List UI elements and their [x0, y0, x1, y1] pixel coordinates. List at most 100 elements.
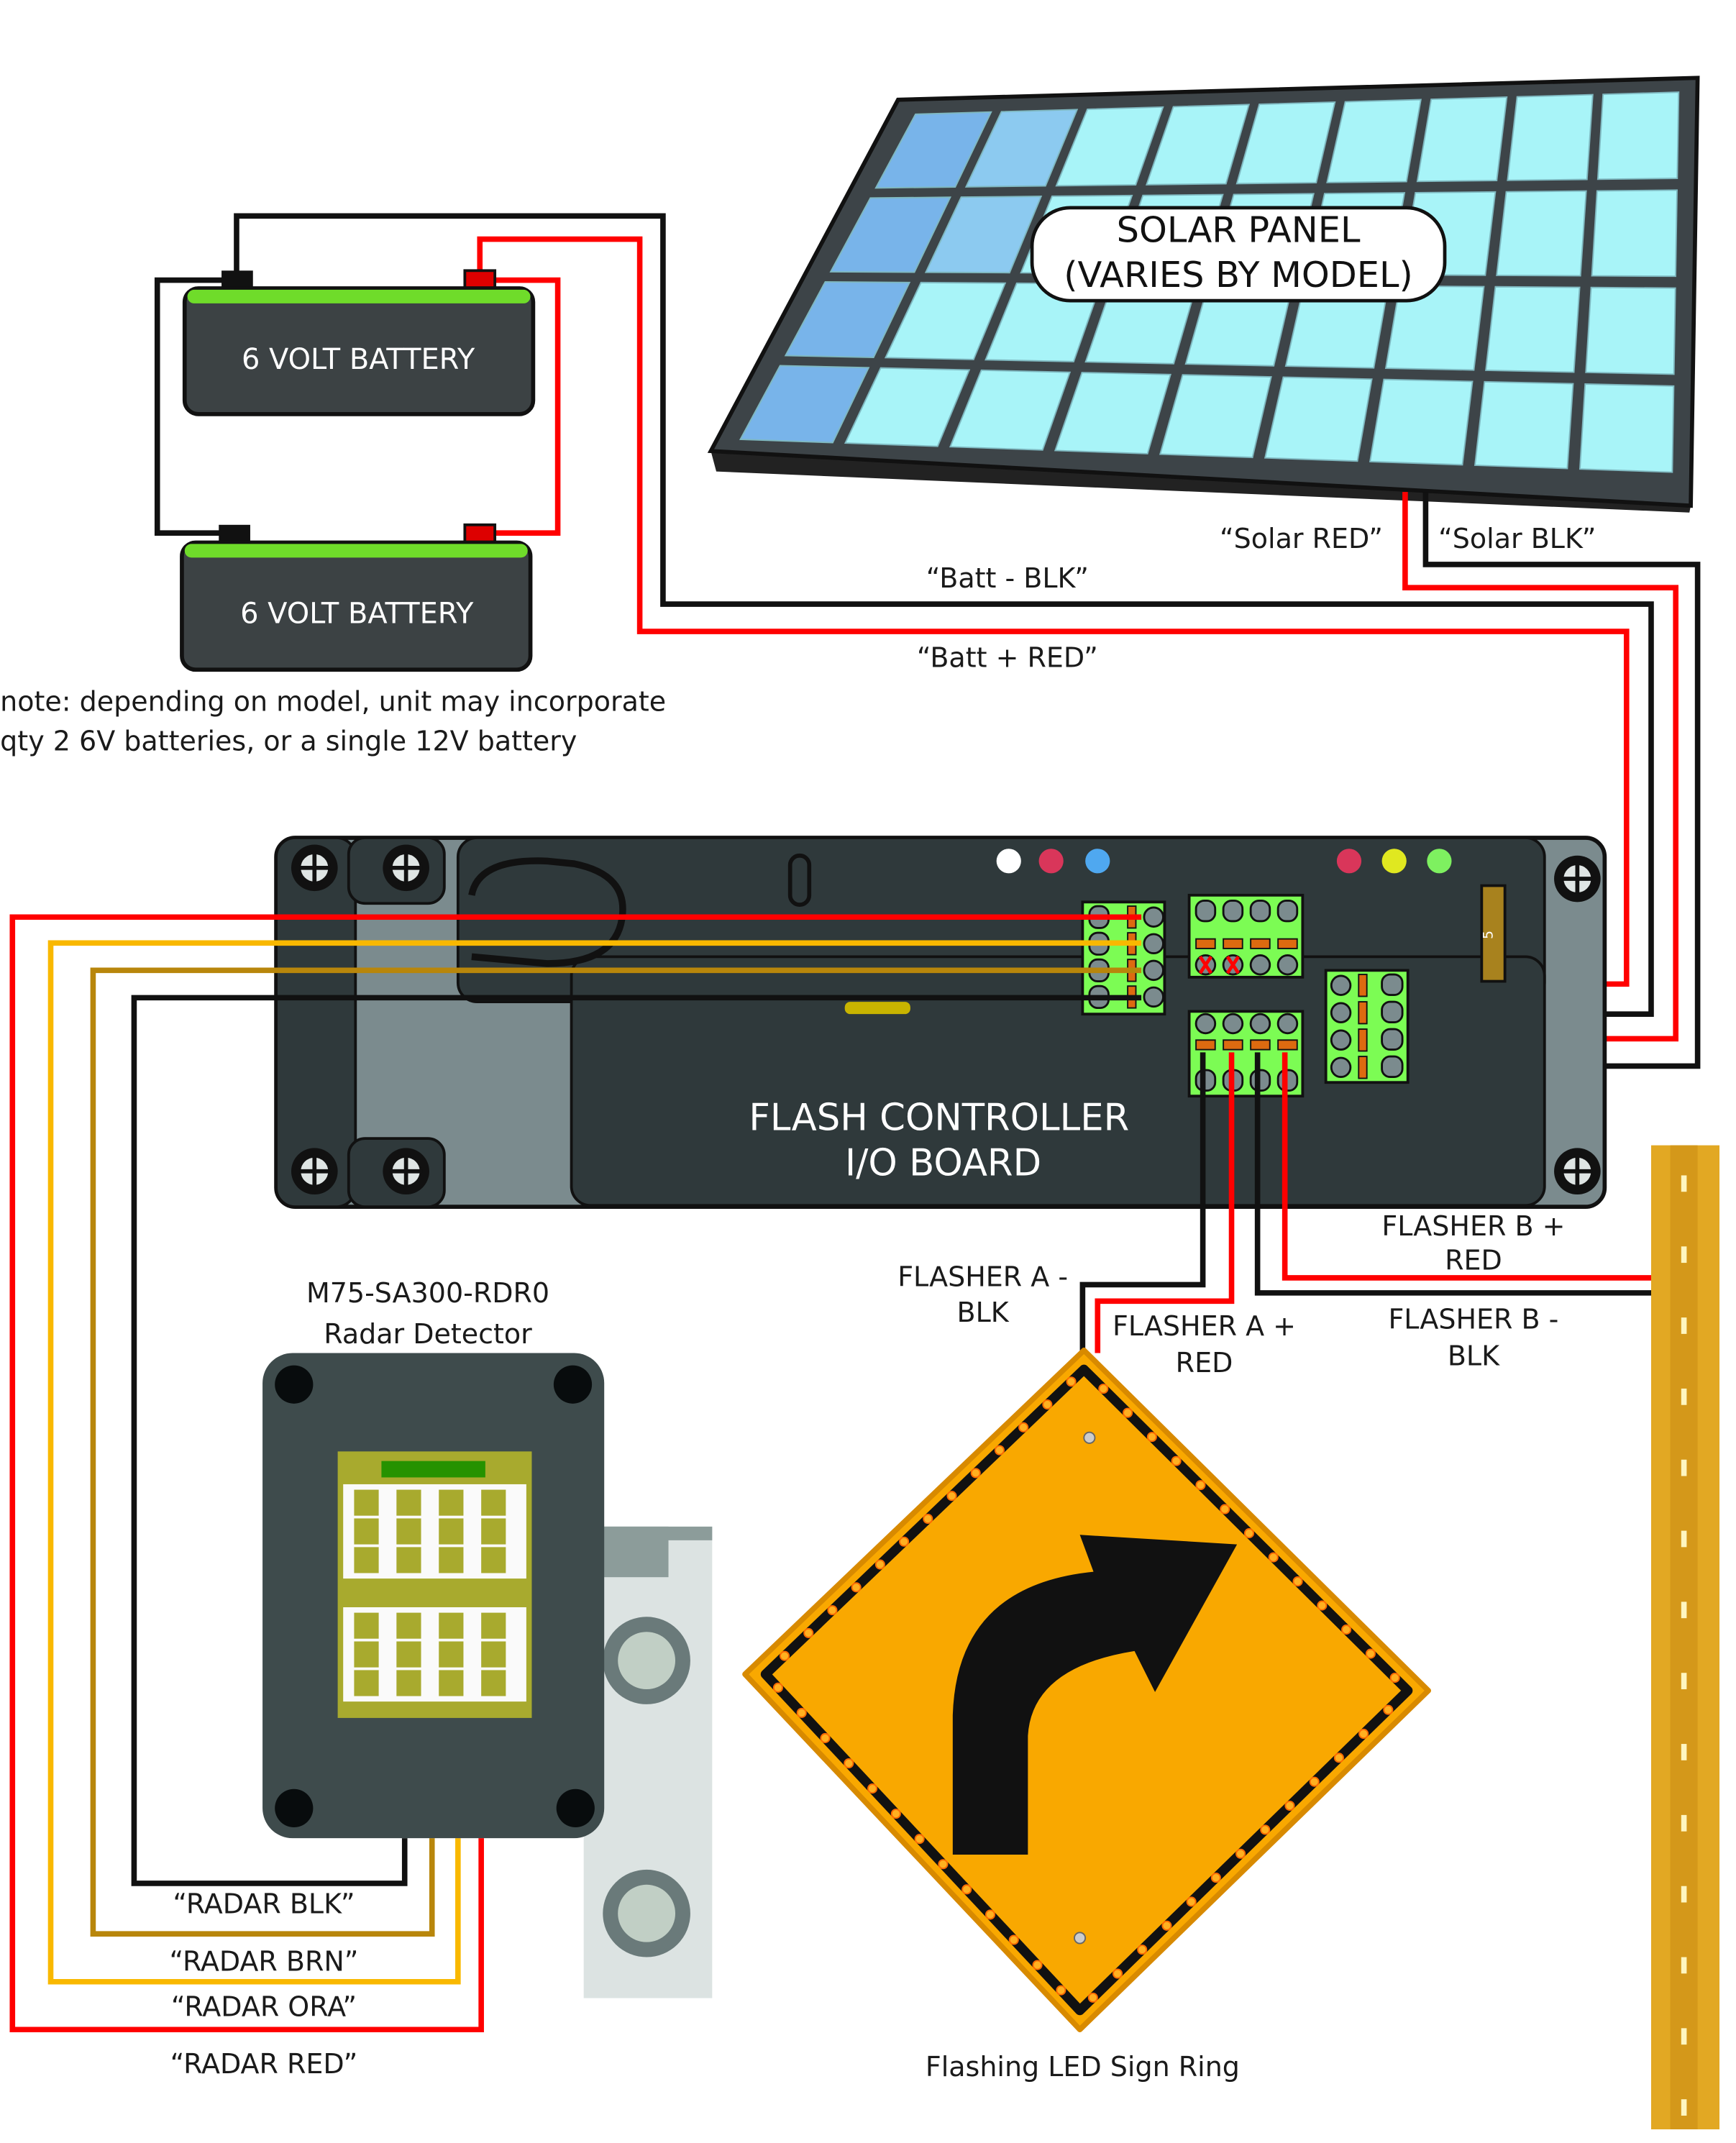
sign-led	[1186, 1896, 1197, 1907]
antenna-patch	[354, 1670, 379, 1696]
solar-cell	[1326, 99, 1422, 183]
battery-2-label: 6 VOLT BATTERY	[240, 598, 474, 631]
sign-led	[970, 1468, 981, 1479]
terminal-lever	[1358, 974, 1368, 997]
battery-2: 6 VOLT BATTERY	[180, 523, 533, 672]
antenna-patch	[396, 1489, 421, 1516]
solar-cell	[1579, 383, 1675, 473]
sign-led	[938, 1859, 949, 1870]
antenna-patch	[396, 1547, 421, 1573]
terminal-lever	[1223, 938, 1243, 949]
solar-cell	[1507, 93, 1594, 181]
screw-slot	[1562, 1156, 1593, 1187]
solar-cell	[1369, 378, 1474, 466]
sign-led	[874, 1559, 885, 1570]
sign-led	[914, 1834, 925, 1845]
radar-name: Radar Detector	[324, 1318, 532, 1350]
battery-note-line1: note: depending on model, unit may incor…	[0, 685, 666, 717]
antenna-patch	[439, 1518, 464, 1545]
sign-led	[1018, 1422, 1029, 1433]
sign-led	[796, 1707, 807, 1718]
terminal-clamp	[1249, 900, 1271, 923]
sign-led	[772, 1682, 783, 1693]
screw-slot	[299, 1156, 330, 1187]
status-led-blue	[1085, 849, 1110, 874]
antenna-patch	[396, 1641, 421, 1668]
solar-cell	[1054, 372, 1171, 454]
terminal-lever	[1250, 938, 1271, 949]
terminal-clamp	[1276, 900, 1299, 923]
sign-led	[1284, 1800, 1295, 1811]
sign-led	[1066, 1376, 1077, 1387]
strip-led	[1681, 1886, 1687, 1903]
sign-led	[851, 1582, 862, 1593]
flasher-a-minus-color: BLK	[957, 1297, 1010, 1328]
batt-red-label: “Batt + RED”	[917, 641, 1098, 673]
flasher-a-plus-label: FLASHER A +	[1113, 1310, 1296, 1342]
strip-led	[1681, 1317, 1687, 1334]
status-led-green	[1427, 849, 1452, 874]
terminal-screw	[1249, 954, 1271, 976]
sign-led	[1123, 1407, 1133, 1418]
solar-cell	[1146, 104, 1251, 186]
terminal-clamp	[1381, 1028, 1404, 1051]
sign-led	[899, 1536, 910, 1547]
strip-led	[1681, 1246, 1687, 1264]
antenna-patch	[439, 1670, 464, 1696]
strip-led	[1681, 1530, 1687, 1548]
sign-led	[1056, 1985, 1066, 1996]
radar-wires	[9, 914, 1142, 2033]
radar-red-label: “RADAR RED”	[170, 2048, 358, 2080]
strip-led	[1681, 1957, 1687, 1974]
terminal-screw	[1222, 1013, 1244, 1035]
sign-led	[1008, 1934, 1019, 1945]
sign-led	[867, 1783, 878, 1794]
solar-cell	[829, 196, 951, 273]
terminal-lever	[1195, 1039, 1216, 1051]
antenna-patch	[396, 1612, 421, 1639]
flasher-b-minus-label: FLASHER B -	[1388, 1303, 1558, 1335]
antenna-patch	[354, 1612, 379, 1639]
antenna-patch	[354, 1518, 379, 1545]
led-strip	[1650, 1145, 1720, 2129]
sign-led	[1087, 1992, 1098, 2003]
terminal-lever	[1358, 1028, 1368, 1052]
sign-led	[1210, 1873, 1221, 1883]
solar-cell	[1055, 106, 1164, 187]
solar-cell	[739, 365, 870, 444]
strip-led	[1681, 1175, 1687, 1192]
radar-blk-label: “RADAR BLK”	[173, 1888, 355, 1920]
sign-led	[779, 1650, 790, 1661]
controller-title: FLASH CONTROLLER	[749, 1097, 1129, 1140]
antenna-patch	[439, 1547, 464, 1573]
sign-led	[1220, 1504, 1230, 1514]
solar-cell	[1585, 286, 1676, 375]
terminal-screw	[1276, 954, 1299, 976]
flasher-b-minus-color: BLK	[1448, 1340, 1500, 1372]
antenna-patch	[481, 1518, 506, 1545]
battery-note-line2: qty 2 6V batteries, or a single 12V batt…	[0, 725, 577, 757]
sign-caption: Flashing LED Sign Ring	[926, 2051, 1240, 2083]
flasher-a-minus-label: FLASHER A -	[897, 1261, 1068, 1292]
terminal-lever	[1195, 938, 1216, 949]
screw-slot	[1562, 864, 1593, 894]
screw-slot	[390, 852, 421, 883]
solar-cell	[1416, 96, 1508, 183]
antenna-patch	[481, 1641, 506, 1668]
terminal-screw	[1330, 1029, 1352, 1051]
antenna-patch	[396, 1518, 421, 1545]
solar-cell	[784, 280, 911, 358]
terminal-screw	[1143, 986, 1164, 1008]
sign-led	[1260, 1824, 1271, 1835]
sign-led	[923, 1513, 933, 1525]
sign-led	[1032, 1960, 1043, 1970]
sign-led	[1317, 1600, 1328, 1611]
terminal-lever	[1250, 1039, 1271, 1051]
battery-1: 6 VOLT BATTERY	[182, 269, 536, 416]
solar-cell	[1264, 376, 1373, 462]
sign-led	[1389, 1673, 1400, 1683]
terminal-screw	[1194, 1013, 1217, 1035]
antenna-patch	[439, 1612, 464, 1639]
sign-led	[803, 1627, 814, 1638]
